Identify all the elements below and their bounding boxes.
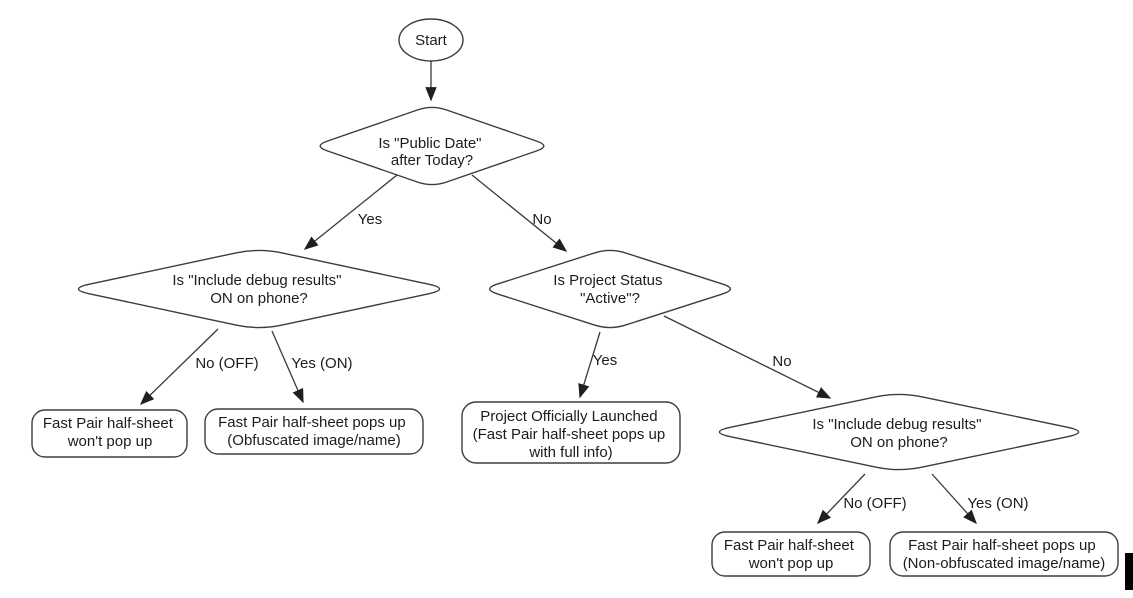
edge-label-debug-right-yes: Yes (ON) bbox=[967, 495, 1028, 512]
decision-diamond bbox=[77, 249, 441, 329]
result-obfuscated-label: Fast Pair half-sheet pops up (Obfuscated… bbox=[218, 414, 410, 449]
decision-diamond bbox=[718, 393, 1080, 471]
decision-debug-right-label: Is "Include debug results" ON on phone? bbox=[812, 416, 985, 451]
result-box bbox=[204, 408, 424, 455]
node-decision-project-status: Is Project Status "Active"? bbox=[489, 249, 731, 329]
edge-label-layer: Yes No No (OFF) Yes (ON) Yes No No (OFF)… bbox=[195, 211, 1028, 512]
start-terminator-shape bbox=[398, 18, 464, 62]
result-box bbox=[31, 409, 188, 458]
decision-diamond bbox=[489, 249, 731, 329]
decision-diamond bbox=[319, 106, 545, 186]
node-result-no-popup-right: Fast Pair half-sheet won't pop up bbox=[711, 531, 871, 577]
edge-label-public-date-yes: Yes bbox=[358, 211, 382, 228]
text-cursor-artifact bbox=[1125, 553, 1133, 590]
result-box bbox=[461, 401, 681, 464]
node-layer: Start Is "Public Date" after Today? Is "… bbox=[31, 18, 1119, 577]
node-decision-debug-right: Is "Include debug results" ON on phone? bbox=[718, 393, 1080, 471]
edge-label-status-yes: Yes bbox=[593, 352, 617, 369]
edge-debug-right-yes bbox=[931, 473, 977, 525]
edge-debug-left-no bbox=[139, 328, 219, 405]
node-decision-debug-left: Is "Include debug results" ON on phone? bbox=[77, 249, 441, 329]
result-launched-label: Project Officially Launched (Fast Pair h… bbox=[473, 408, 670, 461]
result-no-popup-right-label: Fast Pair half-sheet won't pop up bbox=[724, 537, 858, 572]
edge-label-debug-left-no: No (OFF) bbox=[195, 355, 258, 372]
edge-label-public-date-no: No bbox=[532, 211, 551, 228]
result-no-popup-left-label: Fast Pair half-sheet won't pop up bbox=[43, 415, 177, 450]
edge-debug-right-no bbox=[817, 473, 866, 525]
edge-status-no bbox=[663, 315, 832, 399]
node-result-obfuscated: Fast Pair half-sheet pops up (Obfuscated… bbox=[204, 408, 424, 455]
result-box bbox=[889, 531, 1119, 577]
node-decision-public-date: Is "Public Date" after Today? bbox=[319, 106, 545, 186]
node-result-non-obfuscated: Fast Pair half-sheet pops up (Non-obfusc… bbox=[889, 531, 1119, 577]
result-box bbox=[711, 531, 871, 577]
result-non-obfuscated-label: Fast Pair half-sheet pops up (Non-obfusc… bbox=[903, 537, 1106, 572]
decision-debug-left-label: Is "Include debug results" ON on phone? bbox=[172, 272, 345, 307]
node-result-launched: Project Officially Launched (Fast Pair h… bbox=[461, 401, 681, 464]
edge-layer bbox=[139, 61, 977, 525]
decision-project-status-label: Is Project Status "Active"? bbox=[553, 272, 666, 307]
edge-label-status-no: No bbox=[772, 353, 791, 370]
edge-label-debug-right-no: No (OFF) bbox=[843, 495, 906, 512]
start-label: Start bbox=[415, 32, 448, 49]
node-start: Start bbox=[398, 18, 464, 62]
edge-public-date-yes bbox=[303, 174, 398, 250]
edge-status-yes bbox=[578, 331, 601, 399]
edge-debug-left-yes bbox=[271, 330, 304, 404]
edge-label-debug-left-yes: Yes (ON) bbox=[291, 355, 352, 372]
node-result-no-popup-left: Fast Pair half-sheet won't pop up bbox=[31, 409, 188, 458]
decision-public-date-label: Is "Public Date" after Today? bbox=[378, 135, 485, 169]
edge-public-date-no bbox=[471, 174, 568, 252]
